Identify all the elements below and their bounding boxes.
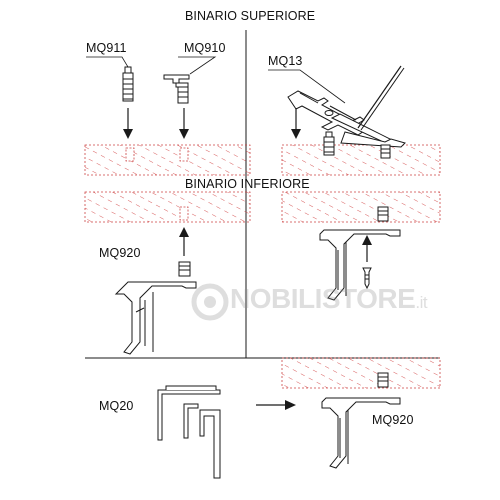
mq911-dowel-icon xyxy=(122,66,134,102)
mq910-label: MQ910 xyxy=(184,41,226,55)
mq920-profile-mounted-icon xyxy=(319,229,401,301)
mq910-leader-line xyxy=(178,56,217,75)
upper-panel-left xyxy=(84,144,251,176)
screw-insert-icon xyxy=(380,144,391,159)
upper-panel-right xyxy=(281,144,441,176)
mq920-left-label: MQ920 xyxy=(99,246,141,260)
mq13-leader-line xyxy=(268,69,346,104)
arrow-right-icon xyxy=(256,400,296,410)
mq911-leader-line xyxy=(86,56,129,68)
mq920-insert-icon xyxy=(178,261,191,277)
mq920-profile-icon xyxy=(114,281,197,355)
mq911-label: MQ911 xyxy=(86,41,127,55)
dowel-icon xyxy=(323,131,335,156)
mq13-label: MQ13 xyxy=(268,54,303,68)
screw-icon xyxy=(362,267,372,290)
lower-panel-left xyxy=(84,191,251,223)
mq910-clip-icon xyxy=(163,74,190,104)
arrow-up-icon xyxy=(179,227,189,256)
upper-rail-heading: BINARIO SUPERIORE xyxy=(185,9,316,23)
mq920-profile-mounted-icon xyxy=(321,397,401,469)
lower-rail-heading: BINARIO INFERIORE xyxy=(185,177,310,191)
arrow-down-icon xyxy=(123,108,133,139)
mounting-tool-icon xyxy=(357,65,402,129)
screw-insert-icon xyxy=(377,372,389,388)
arrow-down-icon xyxy=(179,108,189,139)
screw-insert-icon xyxy=(377,206,389,222)
lower-panel-right xyxy=(281,191,441,223)
mq13-rail-icon xyxy=(287,90,406,148)
mq20-label: MQ20 xyxy=(99,399,134,413)
mq20-profile-icon xyxy=(157,385,221,479)
bottom-panel-right xyxy=(281,357,441,389)
arrow-down-icon xyxy=(291,108,301,139)
arrow-up-icon xyxy=(362,235,372,262)
mq920-right-label: MQ920 xyxy=(372,413,414,427)
mounting-tool-icon xyxy=(360,67,405,131)
